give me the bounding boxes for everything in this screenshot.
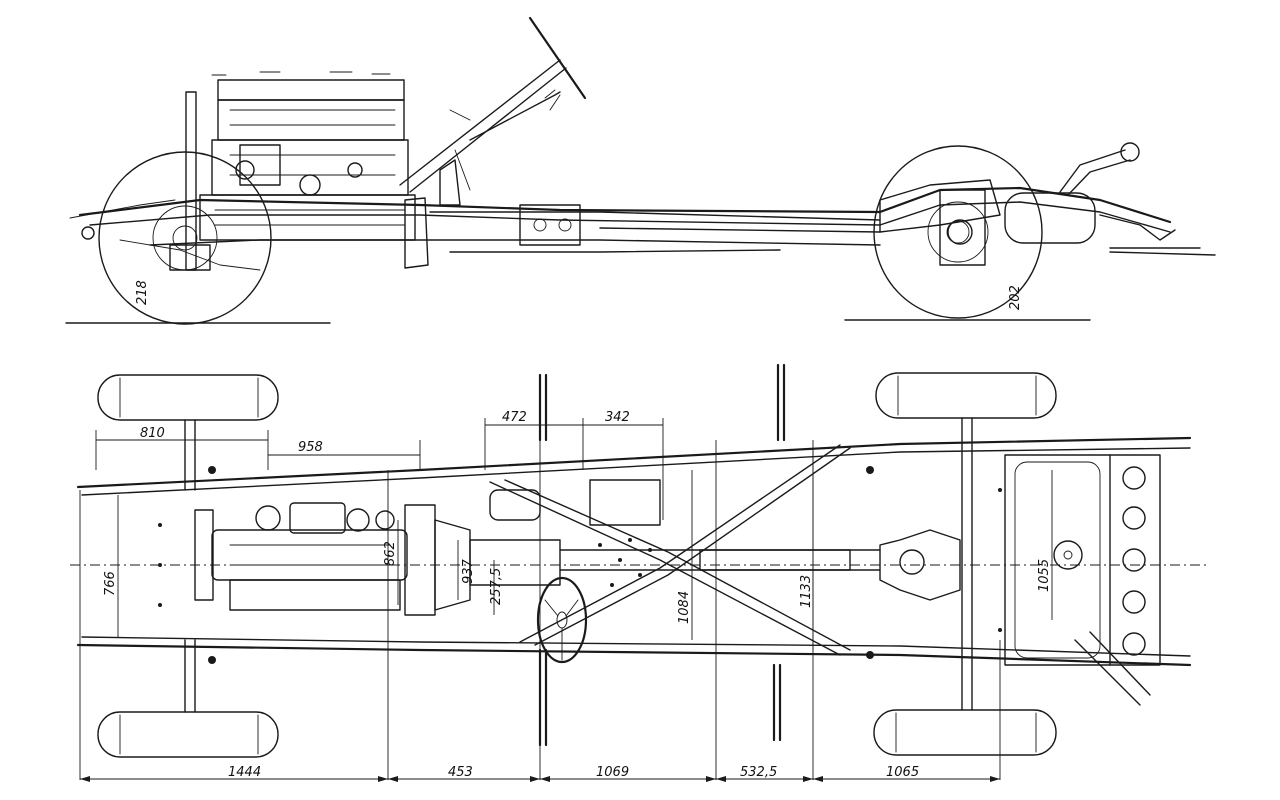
- side-driveline: [429, 204, 881, 246]
- dim-1084: 1084: [677, 591, 692, 624]
- plan-steering-wheel: [536, 576, 588, 664]
- side-engine: [169, 71, 429, 271]
- dimension-labels: 218 202 810 958 472 342 766 862 937 257,…: [103, 280, 1052, 780]
- dim-766: 766: [103, 571, 118, 596]
- plan-vertical-dimension-lines: [117, 450, 1053, 650]
- dim-810: 810: [140, 426, 165, 441]
- dim-472: 472: [502, 410, 527, 425]
- dim-257-5: 257,5: [489, 568, 504, 605]
- dim-958: 958: [298, 440, 323, 455]
- side-view: [65, 16, 1216, 325]
- plan-front-left-wheel: [97, 374, 279, 421]
- dim-1444: 1444: [228, 765, 261, 780]
- plan-frame-pins: [538, 363, 786, 747]
- plan-rear-right-wheel: [873, 709, 1057, 756]
- plan-rear-left-wheel: [875, 372, 1057, 419]
- dim-side-202: 202: [1008, 285, 1023, 310]
- side-steering: [399, 16, 587, 206]
- plan-driveline: [469, 479, 961, 601]
- dim-1055: 1055: [1037, 559, 1052, 592]
- dim-342: 342: [605, 410, 630, 425]
- plan-front-axle-stubs: [184, 419, 196, 713]
- plan-frame: [76, 436, 1192, 706]
- plan-front-right-wheel: [97, 711, 279, 758]
- plan-rivets: [158, 466, 1002, 664]
- dim-453: 453: [448, 765, 473, 780]
- side-rear-axle: [879, 142, 1176, 266]
- plan-bottom-dimension-line: [80, 776, 1000, 782]
- dim-532-5: 532,5: [740, 765, 777, 780]
- dim-side-218: 218: [135, 280, 150, 305]
- side-front-wheel: [98, 151, 272, 325]
- dim-937: 937: [461, 558, 476, 584]
- plan-rear-axle-tube: [961, 417, 973, 711]
- plan-top-dimension-lines: [95, 418, 664, 520]
- dim-1133: 1133: [799, 575, 814, 608]
- plan-engine: [194, 502, 471, 616]
- dim-1065: 1065: [886, 765, 919, 780]
- dim-1069: 1069: [596, 765, 629, 780]
- dim-862: 862: [383, 541, 398, 566]
- plan-view: [70, 363, 1210, 782]
